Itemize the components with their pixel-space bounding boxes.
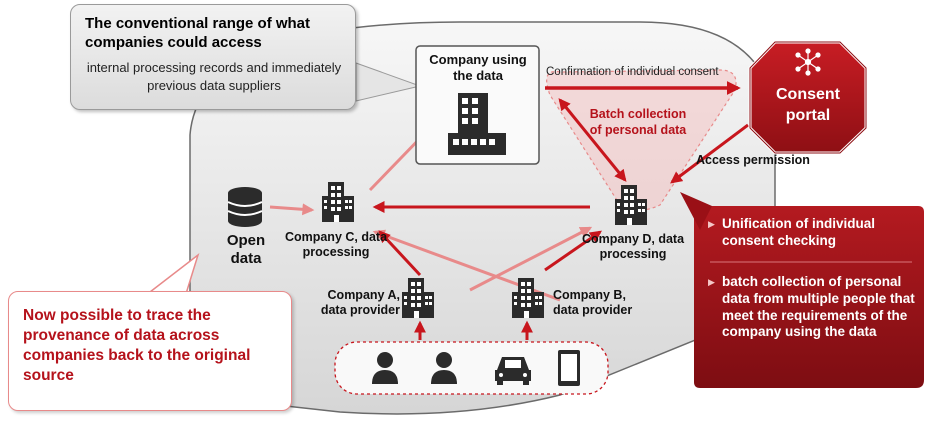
arrow-open-data-to-c <box>269 203 315 216</box>
company-c-label: Company C, data processing <box>284 230 388 259</box>
right-panel-tail <box>680 192 712 230</box>
callout-top-title: The conventional range of what companies… <box>85 15 311 51</box>
company-d-label: Company D, data processing <box>581 232 685 261</box>
company-using-label: Company using the data <box>429 52 527 83</box>
company-using-building-icon <box>448 93 506 155</box>
bullet-triangle-icon: ▶ <box>708 276 715 287</box>
right-panel-item-text: Unification of individual consent checki… <box>722 216 875 248</box>
right-panel-bg <box>694 206 924 388</box>
smartphone-icon <box>558 350 580 386</box>
arrow-batch-collection <box>558 98 627 182</box>
arrow-access-permission <box>670 123 749 184</box>
access-permission-label: Access permission <box>696 153 810 167</box>
right-panel: ▶ Unification of individual consent chec… <box>708 216 916 341</box>
bullet-triangle-icon: ▶ <box>708 219 715 229</box>
consent-portal-label: Consent portal <box>776 86 840 124</box>
data-subjects-box <box>334 341 609 395</box>
batch-collection-label: Batch collection of personal data <box>589 107 687 138</box>
arrow-b-to-d <box>544 230 602 272</box>
right-panel-item-text: batch collection of personal data from m… <box>722 273 915 340</box>
arrow-a-to-c <box>378 230 422 277</box>
confirmation-label: Confirmation of individual consent <box>546 66 719 78</box>
open-data-label: Open data <box>226 232 266 267</box>
right-panel-item: ▶ batch collection of personal data from… <box>708 274 916 342</box>
callout-top-tail <box>355 62 422 102</box>
company-b-label: Company B, data provider <box>553 288 633 317</box>
provenance-callout-text: Now possible to trace the provenance of … <box>23 307 251 385</box>
arrow-a-to-d <box>469 226 593 292</box>
network-icon <box>795 48 821 76</box>
database-icon <box>227 187 263 227</box>
callout-top: The conventional range of what companies… <box>70 4 356 110</box>
right-panel-item: ▶ Unification of individual consent chec… <box>708 216 916 250</box>
callout-top-body: internal processing records and immediat… <box>86 59 342 94</box>
car-icon <box>495 357 531 385</box>
company-a-label: Company A, data provider <box>320 288 400 317</box>
provenance-callout: Now possible to trace the provenance of … <box>8 291 292 411</box>
